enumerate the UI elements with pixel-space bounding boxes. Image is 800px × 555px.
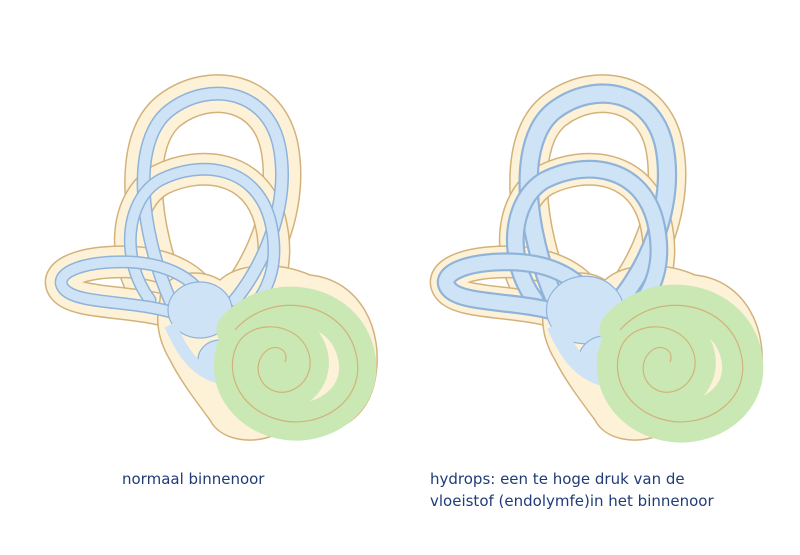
panel-hydrops-ear — [446, 94, 762, 440]
panel-normal-ear — [61, 94, 377, 440]
caption-hydrops-line-1: hydrops: een te hoge druk van de — [430, 468, 714, 490]
caption-hydrops: hydrops: een te hoge druk van de vloeist… — [430, 468, 714, 512]
caption-hydrops-line-2: vloeistof (endolymfe)in het binnenoor — [430, 490, 714, 512]
caption-normal-inner-ear: normaal binnenoor — [122, 468, 264, 490]
